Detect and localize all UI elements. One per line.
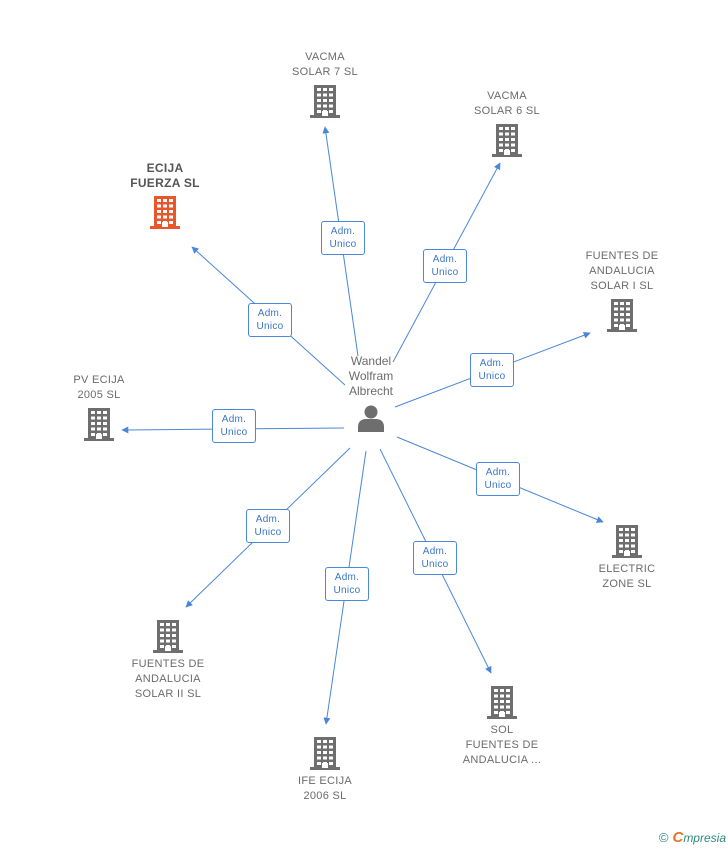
person-icon: [358, 405, 384, 432]
company-label[interactable]: FUENTES DE ANDALUCIA SOLAR I SL: [557, 249, 687, 294]
company-label-line: SOL: [490, 724, 514, 736]
building-icon: [487, 686, 517, 719]
relation-badge-ecija[interactable]: Adm. Unico: [248, 303, 292, 337]
relation-qualifier: Unico: [333, 585, 361, 596]
company-label[interactable]: FUENTES DE ANDALUCIA SOLAR II SL: [103, 657, 233, 702]
company-label-line: VACMA: [305, 51, 345, 63]
company-label-line: IFE ECIJA: [297, 775, 353, 787]
company-node-pvecija[interactable]: PV ECIJA 2005 SL: [34, 373, 164, 445]
company-label-line: FUENTES DE: [465, 739, 539, 751]
person-node[interactable]: Wandel Wolfram Albrecht: [326, 354, 416, 433]
building-icon: [607, 299, 637, 332]
company-label-line: 2005 SL: [77, 389, 121, 401]
company-label-line: FUENTES DE: [585, 250, 659, 262]
company-label-line: ECIJA: [146, 161, 184, 175]
relation-role: Adm.: [221, 414, 247, 425]
relation-badge-vacma7[interactable]: Adm. Unico: [321, 221, 365, 255]
company-label-line: SOLAR II SL: [134, 688, 202, 700]
building-icon: [492, 124, 522, 157]
company-label-line: VACMA: [487, 90, 527, 102]
relation-qualifier: Unico: [478, 371, 506, 382]
relation-qualifier: Unico: [329, 239, 357, 250]
brand-name: mpresia: [683, 831, 726, 845]
company-label[interactable]: ELECTRIC ZONE SL: [562, 562, 692, 592]
company-label[interactable]: SOL FUENTES DE ANDALUCIA ...: [437, 723, 567, 768]
relation-badge-sol[interactable]: Adm. Unico: [413, 541, 457, 575]
company-label-line: SOLAR 7 SL: [292, 66, 358, 78]
company-label[interactable]: VACMA SOLAR 6 SL: [442, 89, 572, 119]
relation-badge-pvecija[interactable]: Adm. Unico: [212, 409, 256, 443]
relation-qualifier: Unico: [421, 559, 449, 570]
company-node-sol[interactable]: SOL FUENTES DE ANDALUCIA ...: [437, 681, 567, 768]
company-label-line: FUERZA SL: [130, 176, 200, 190]
copyright-symbol: ©: [658, 830, 669, 845]
company-node-ifeecija[interactable]: IFE ECIJA 2006 SL: [260, 732, 390, 804]
building-icon: [310, 737, 340, 770]
relation-qualifier: Unico: [256, 321, 284, 332]
company-label-line: ELECTRIC: [598, 563, 656, 575]
relation-role: Adm.: [334, 572, 360, 583]
company-label-line: SOLAR 6 SL: [474, 105, 540, 117]
company-node-fuentes1[interactable]: FUENTES DE ANDALUCIA SOLAR I SL: [557, 249, 687, 336]
company-label[interactable]: PV ECIJA 2005 SL: [34, 373, 164, 403]
brand-initial: C: [672, 829, 684, 846]
company-label[interactable]: VACMA SOLAR 7 SL: [260, 50, 390, 80]
person-name: Wandel Wolfram Albrecht: [348, 354, 394, 398]
relation-qualifier: Unico: [220, 427, 248, 438]
building-icon: [84, 408, 114, 441]
relation-role: Adm.: [422, 546, 448, 557]
relation-qualifier: Unico: [484, 480, 512, 491]
company-label-line: 2006 SL: [303, 790, 347, 802]
relation-role: Adm.: [255, 514, 281, 525]
company-node-fuentes2[interactable]: FUENTES DE ANDALUCIA SOLAR II SL: [103, 615, 233, 702]
company-label-line: FUENTES DE: [131, 658, 205, 670]
building-icon: [310, 85, 340, 118]
company-label-line: ZONE SL: [602, 578, 652, 590]
building-icon: [612, 525, 642, 558]
footer-brand: ©Cmpresia: [659, 829, 726, 846]
relation-role: Adm.: [330, 226, 356, 237]
company-label-line: PV ECIJA: [73, 374, 125, 386]
company-node-vacma7[interactable]: VACMA SOLAR 7 SL: [260, 50, 390, 122]
company-label[interactable]: IFE ECIJA 2006 SL: [260, 774, 390, 804]
company-node-electric[interactable]: ELECTRIC ZONE SL: [562, 520, 692, 592]
relation-role: Adm.: [485, 467, 511, 478]
company-label-line: ANDALUCIA: [135, 673, 201, 685]
relation-role: Adm.: [257, 308, 283, 319]
relation-qualifier: Unico: [431, 267, 459, 278]
company-label-line: ANDALUCIA: [589, 265, 655, 277]
relation-badge-electric[interactable]: Adm. Unico: [476, 462, 520, 496]
building-icon: [150, 196, 180, 229]
company-node-vacma6[interactable]: VACMA SOLAR 6 SL: [442, 89, 572, 161]
relation-role: Adm.: [479, 358, 505, 369]
relation-qualifier: Unico: [254, 527, 282, 538]
company-label-line: ANDALUCIA ...: [462, 754, 542, 766]
relation-role: Adm.: [432, 254, 458, 265]
company-label-line: SOLAR I SL: [590, 280, 654, 292]
relation-badge-vacma6[interactable]: Adm. Unico: [423, 249, 467, 283]
relation-badge-fuentes2[interactable]: Adm. Unico: [246, 509, 290, 543]
relation-badge-fuentes1[interactable]: Adm. Unico: [470, 353, 514, 387]
building-icon: [153, 620, 183, 653]
relation-badge-ifeecija[interactable]: Adm. Unico: [325, 567, 369, 601]
